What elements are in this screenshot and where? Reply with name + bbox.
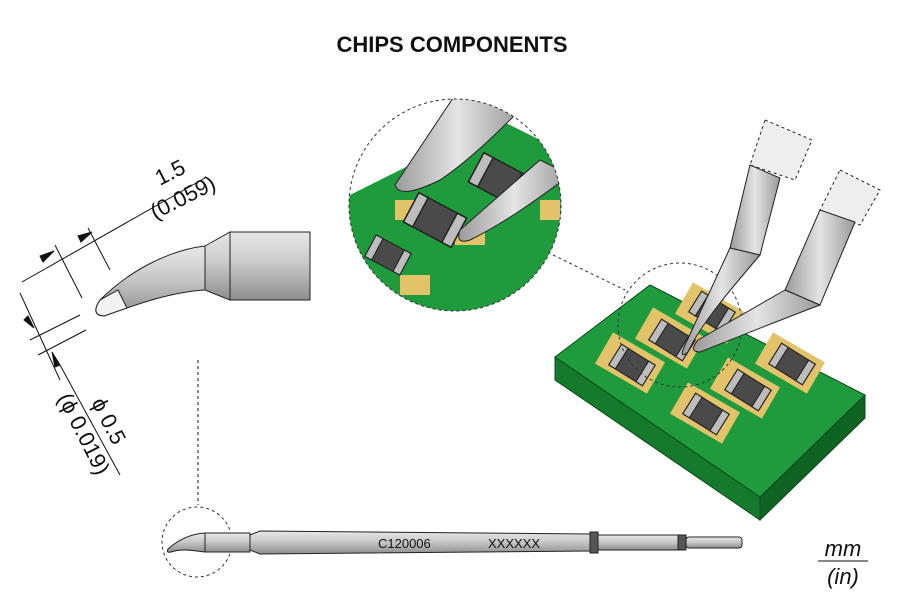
pcb-board xyxy=(554,262,866,522)
dimension-lines xyxy=(19,177,206,505)
serial-number: XXXXXX xyxy=(488,536,540,551)
unit-in: (in) xyxy=(827,564,859,589)
tweezer-tips xyxy=(681,119,881,356)
unit-mm: mm xyxy=(825,536,862,561)
zoom-inset xyxy=(348,98,626,312)
page-title: CHIPS COMPONENTS xyxy=(336,32,567,57)
part-number: C120006 xyxy=(378,536,431,551)
tip-full-view xyxy=(161,506,743,578)
tip-detail xyxy=(95,231,311,317)
